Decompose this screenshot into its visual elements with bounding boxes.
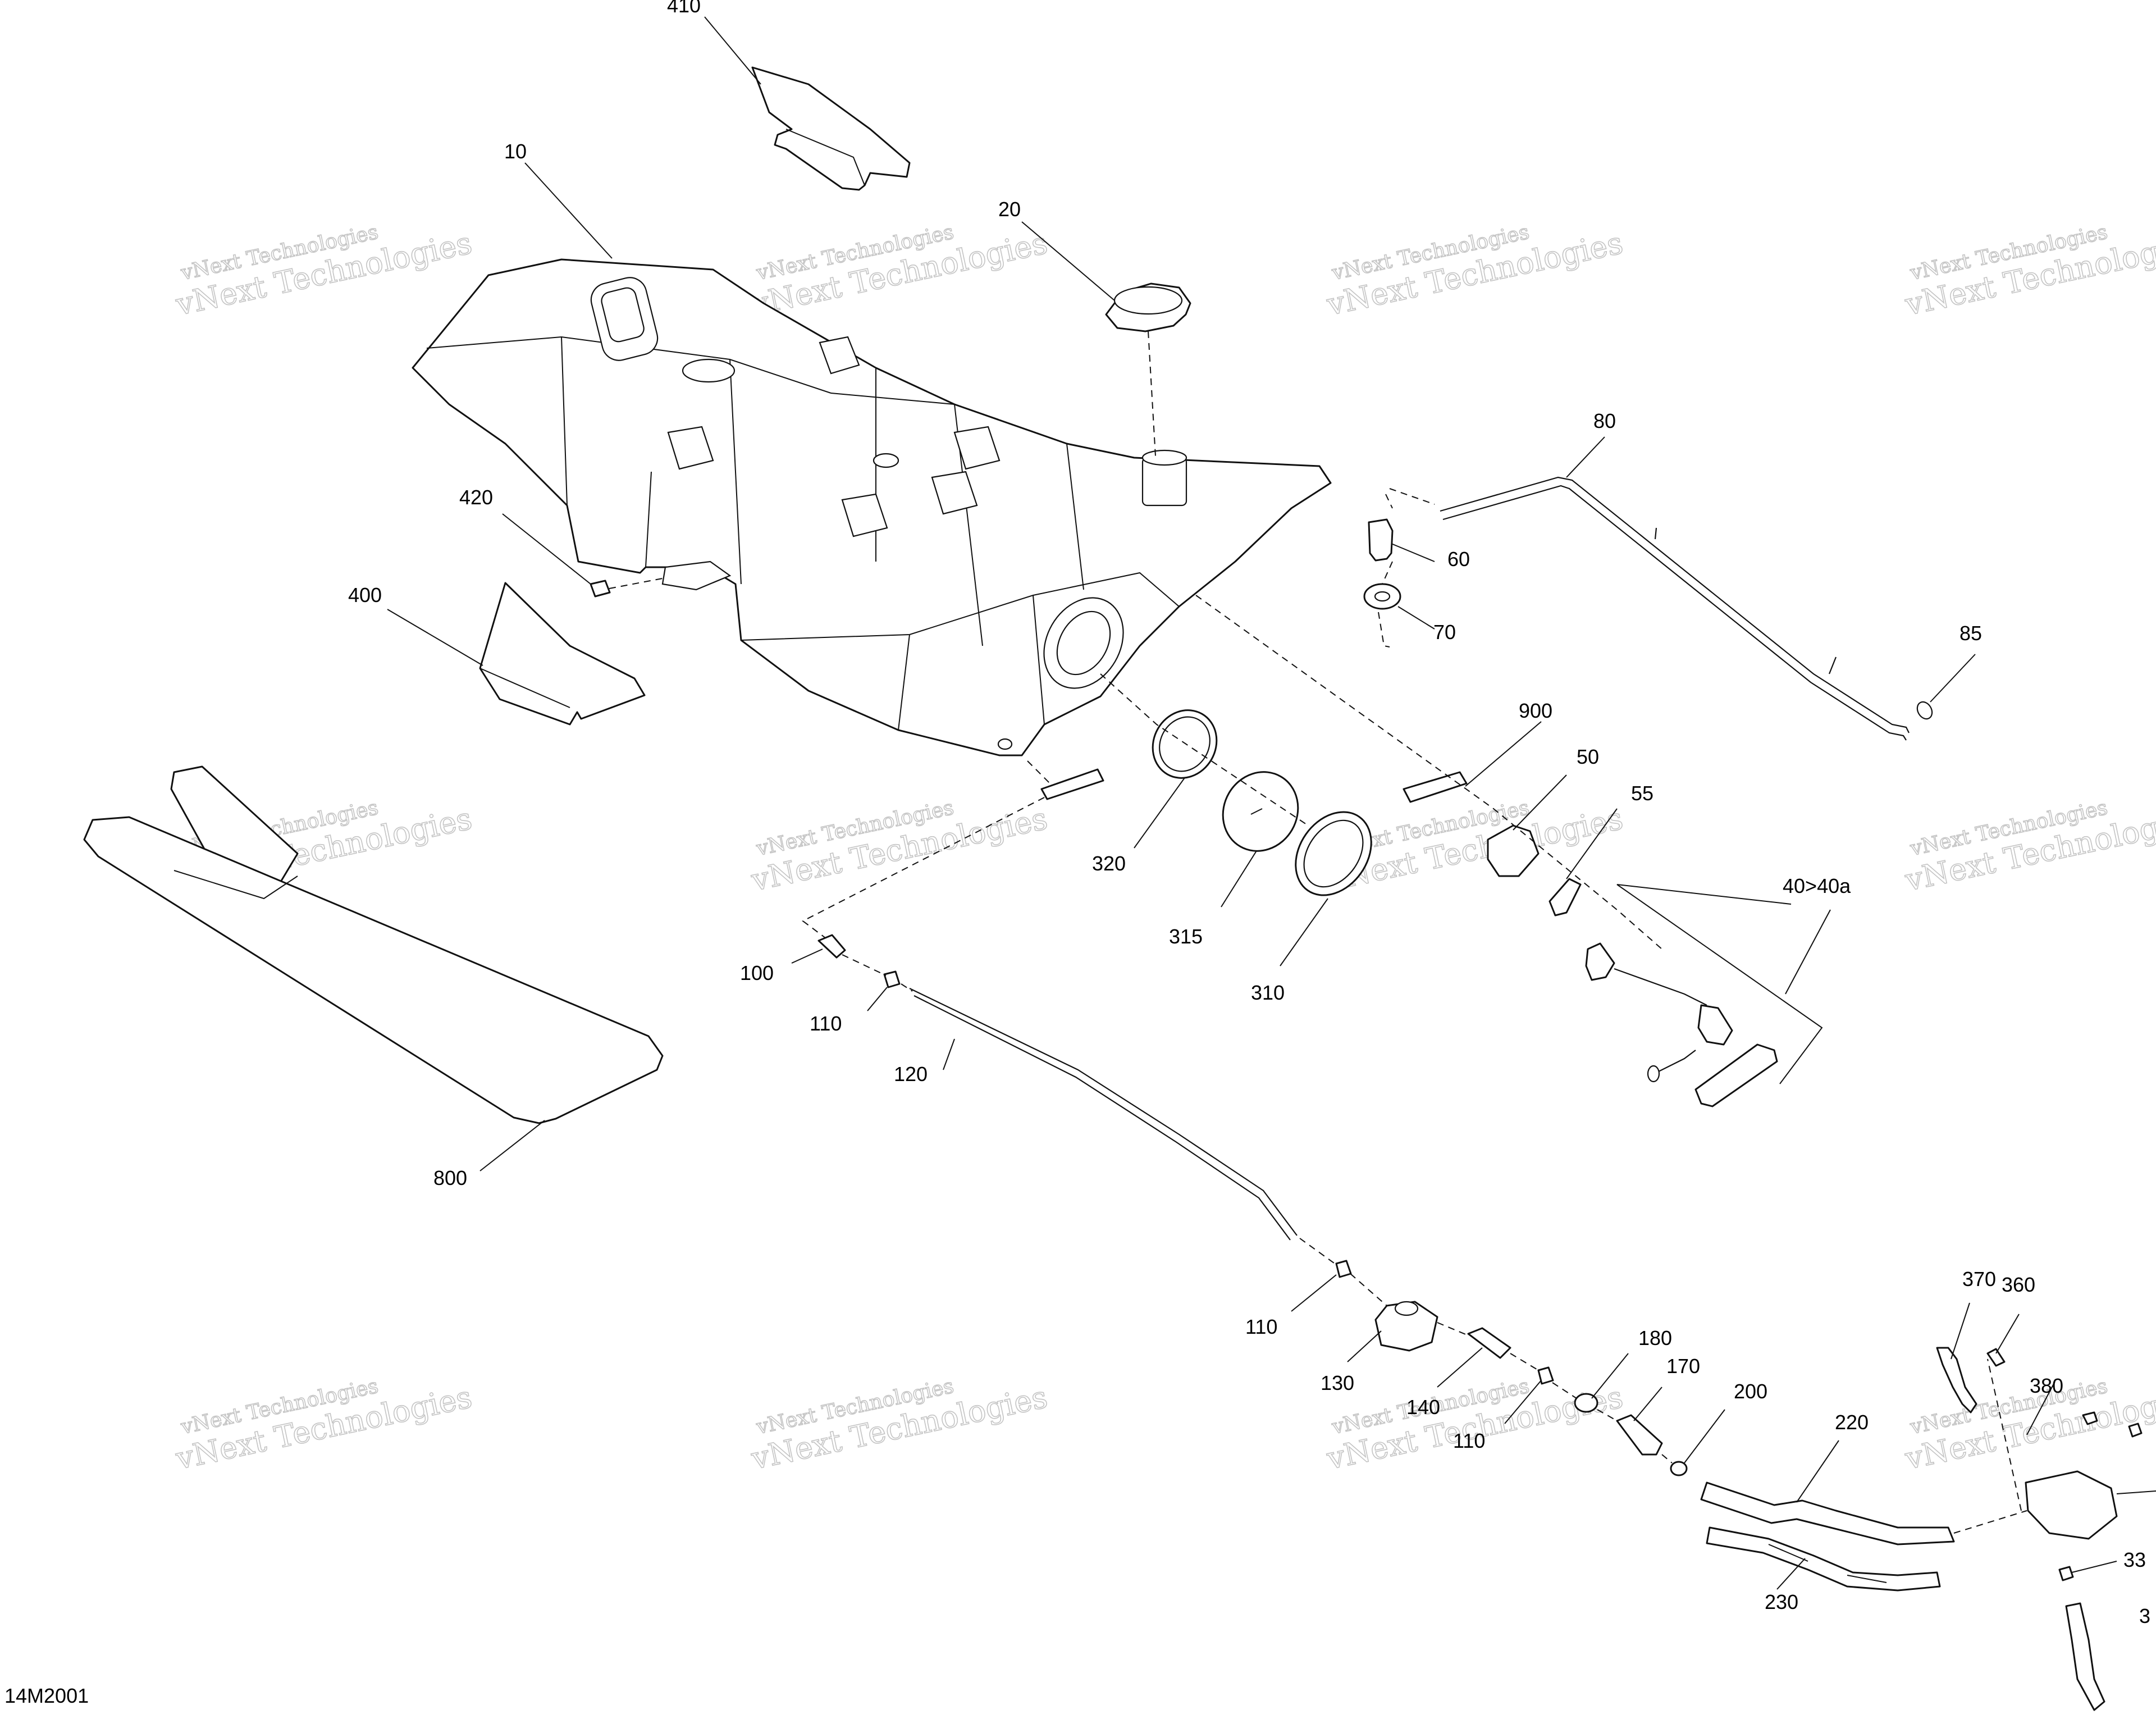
clip-420: [590, 580, 611, 598]
callout-labels: 410 10 20 80 60 70 85 420 400 900 50 55 40>40a 320 315…: [348, 0, 2150, 1627]
washer-70: [1363, 583, 1401, 610]
diagram-code: 14M2001: [4, 1684, 89, 1707]
pad-800: [83, 765, 664, 1124]
callout-label-80: 80: [1593, 409, 1616, 432]
callout-label-320: 320: [1092, 852, 1126, 875]
callout-label-55: 55: [1631, 782, 1653, 805]
vent-line-80: [1440, 476, 1933, 741]
callout-label-410: 410: [667, 0, 701, 17]
callout-label-380: 380: [2030, 1374, 2063, 1397]
clamp-33x: [2058, 1566, 2074, 1581]
hose-140: [1467, 1327, 1511, 1359]
valve-60: [1368, 518, 1394, 562]
nut-200: [1670, 1461, 1688, 1476]
cover-400: [479, 582, 646, 726]
clamp-110-low: [1537, 1366, 1554, 1385]
hose-370: [1936, 1347, 1977, 1414]
callout-label-420: 420: [459, 486, 493, 509]
fuel-line-120: [909, 988, 1298, 1241]
callout-label-900: 900: [1519, 699, 1552, 722]
clip-360: [1986, 1348, 2006, 1367]
callout-label-110a: 110: [810, 1012, 842, 1035]
callout-label-315: 315: [1169, 925, 1203, 948]
fuel-pump-40: [1585, 942, 1778, 1107]
washer-180: [1574, 1393, 1598, 1413]
strip-900: [1403, 771, 1468, 803]
callout-label-60: 60: [1447, 548, 1470, 571]
plate-315: [1222, 771, 1299, 852]
callout-label-3x: 3: [2139, 1604, 2150, 1627]
callout-label-130: 130: [1321, 1371, 1354, 1394]
callout-label-10: 10: [504, 140, 527, 163]
callout-label-230: 230: [1765, 1590, 1798, 1613]
callout-label-170: 170: [1666, 1355, 1700, 1378]
fitting-130: [1374, 1301, 1438, 1352]
callout-label-40: 40>40a: [1783, 874, 1851, 897]
callout-label-50: 50: [1577, 745, 1599, 768]
leader-lines: [387, 16, 2156, 1590]
hose-230: [1706, 1526, 1941, 1592]
callout-label-20: 20: [998, 198, 1021, 221]
fuel-tank: [412, 258, 1332, 756]
assembly-lines: [609, 331, 2027, 1534]
callout-label-360: 360: [2002, 1273, 2035, 1296]
fitting-170: [1616, 1414, 1663, 1456]
lock-ring-310: [1295, 811, 1372, 896]
hose-3x: [2065, 1602, 2105, 1711]
callout-label-370: 370: [1962, 1267, 1996, 1291]
callout-label-85: 85: [1959, 622, 1982, 645]
clamp-110-mid: [1335, 1260, 1352, 1278]
clamp-55: [1549, 878, 1582, 917]
callout-label-100: 100: [740, 961, 774, 984]
callout-label-220: 220: [1835, 1411, 1869, 1434]
callout-label-200: 200: [1734, 1380, 1767, 1403]
callout-label-140: 140: [1406, 1396, 1440, 1419]
callout-label-110b: 110: [1245, 1315, 1277, 1338]
connector-100: [817, 934, 846, 959]
callout-label-180: 180: [1638, 1326, 1672, 1349]
pump-assembly-380: [2025, 1411, 2143, 1540]
clamp-110-top: [883, 970, 901, 988]
gasket-320: [1152, 709, 1218, 779]
callout-label-120: 120: [894, 1063, 928, 1086]
callout-label-110c: 110: [1453, 1429, 1485, 1452]
callout-label-400: 400: [348, 583, 382, 607]
fuel-cap: [1105, 282, 1191, 332]
bracket-410: [751, 66, 911, 191]
callout-label-800: 800: [433, 1166, 467, 1189]
strip-lower: [1040, 768, 1104, 800]
callout-label-33x: 33: [2123, 1548, 2146, 1571]
hose-220: [1700, 1481, 1955, 1545]
callout-label-70: 70: [1433, 621, 1456, 644]
callout-label-310: 310: [1251, 981, 1285, 1004]
